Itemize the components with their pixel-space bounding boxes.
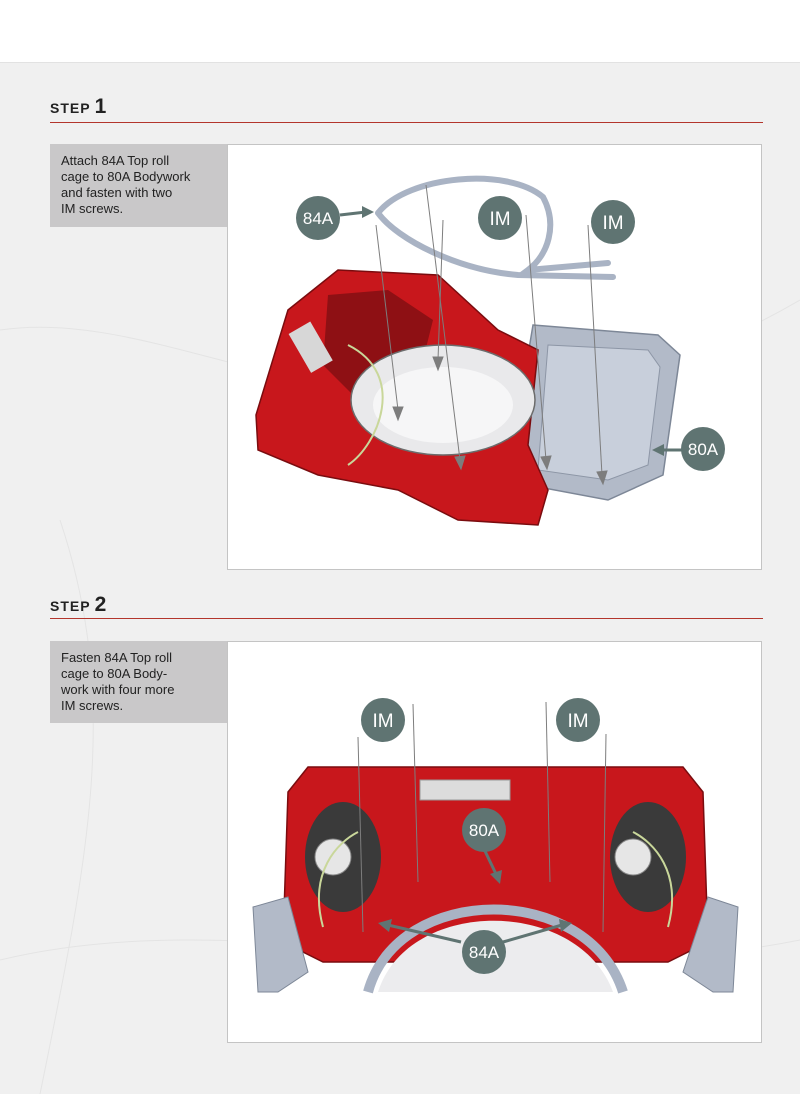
step-1-label: STEP [50,100,91,116]
callout-im-right [556,698,600,742]
callout-84a [296,196,340,240]
callout-im-1 [478,196,522,240]
step-1-rule [50,122,763,123]
callout-im-left-label: IM [372,711,393,732]
step-1-illustration: 84A IM IM 80A [227,144,762,570]
callout-im-left [361,698,405,742]
step-2-label: STEP [50,598,91,614]
callout-80a [462,808,506,852]
callout-84a [462,930,506,974]
callout-84a-label: 84A [469,943,500,962]
page-header-band [0,0,800,63]
step-1-number: 1 [94,95,108,118]
callout-im-2-label: IM [602,213,623,234]
step-2-instruction: Fasten 84A Top roll cage to 80A Body- wo… [50,641,227,723]
step-1-drawing: 84A IM IM 80A [255,175,725,526]
callout-84a-label: 84A [303,209,334,228]
step-1-instruction: Attach 84A Top roll cage to 80A Bodywork… [50,144,227,227]
step-2-illustration: IM IM 80A 84A [227,641,762,1043]
callout-im-right-label: IM [567,711,588,732]
callout-im-2 [591,200,635,244]
step-2-number: 2 [94,593,108,616]
callout-im-1-label: IM [489,209,510,230]
step-2-rule [50,618,763,619]
callout-80a-label: 80A [688,440,719,459]
callout-80a-label: 80A [469,821,500,840]
step-2-drawing: IM IM 80A 84A [252,698,739,994]
callout-80a [681,427,725,471]
